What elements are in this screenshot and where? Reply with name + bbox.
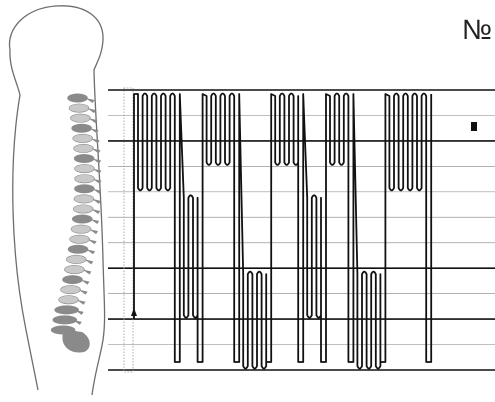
vertebra (66, 255, 86, 263)
meander-path (134, 94, 431, 369)
vertebra (70, 235, 90, 243)
vertebra (74, 195, 94, 203)
start-marker-icon (131, 308, 137, 316)
vertebra (75, 174, 95, 182)
end-marker-icon (471, 122, 477, 131)
vertebra-process (92, 169, 101, 174)
vertebra-process (79, 290, 88, 295)
vertebra (63, 275, 83, 283)
pattern (131, 94, 477, 369)
page-title: № (462, 14, 492, 46)
vertebra-process (86, 249, 95, 254)
vertebra (72, 124, 92, 132)
vertebra-process (81, 280, 90, 285)
vertebra-process (92, 148, 101, 153)
vertebra (70, 114, 90, 122)
spine-icon (51, 94, 101, 353)
vertebra (74, 185, 94, 193)
vertebra-process (88, 239, 97, 244)
vertebra (69, 104, 89, 112)
vertebra-process (92, 199, 101, 204)
vertebra-process (91, 138, 100, 143)
vertebra (74, 164, 94, 172)
vertebra-process (89, 229, 98, 234)
vertebra (59, 296, 79, 304)
vertebra-process (92, 159, 101, 164)
vertebra (73, 205, 93, 213)
vertebra-process (77, 300, 86, 305)
vertebra-process (87, 108, 96, 113)
vertebra (68, 245, 88, 253)
vertebra (74, 144, 94, 152)
vertebra (72, 215, 92, 223)
vertebra (68, 94, 88, 102)
vertebra (74, 154, 94, 162)
vertebra-process (84, 259, 93, 264)
vertebra-process (82, 269, 91, 274)
vertebra (53, 316, 77, 324)
vertebra-process (86, 98, 95, 103)
vertebra (55, 306, 79, 314)
vertebra-process (91, 209, 100, 214)
vertebra (64, 265, 84, 273)
guide-strip (124, 88, 133, 372)
vertebra-process (90, 219, 99, 224)
vertebra (71, 225, 91, 233)
vertebra (61, 285, 81, 293)
sacrum (62, 330, 89, 353)
vertebra (73, 134, 93, 142)
